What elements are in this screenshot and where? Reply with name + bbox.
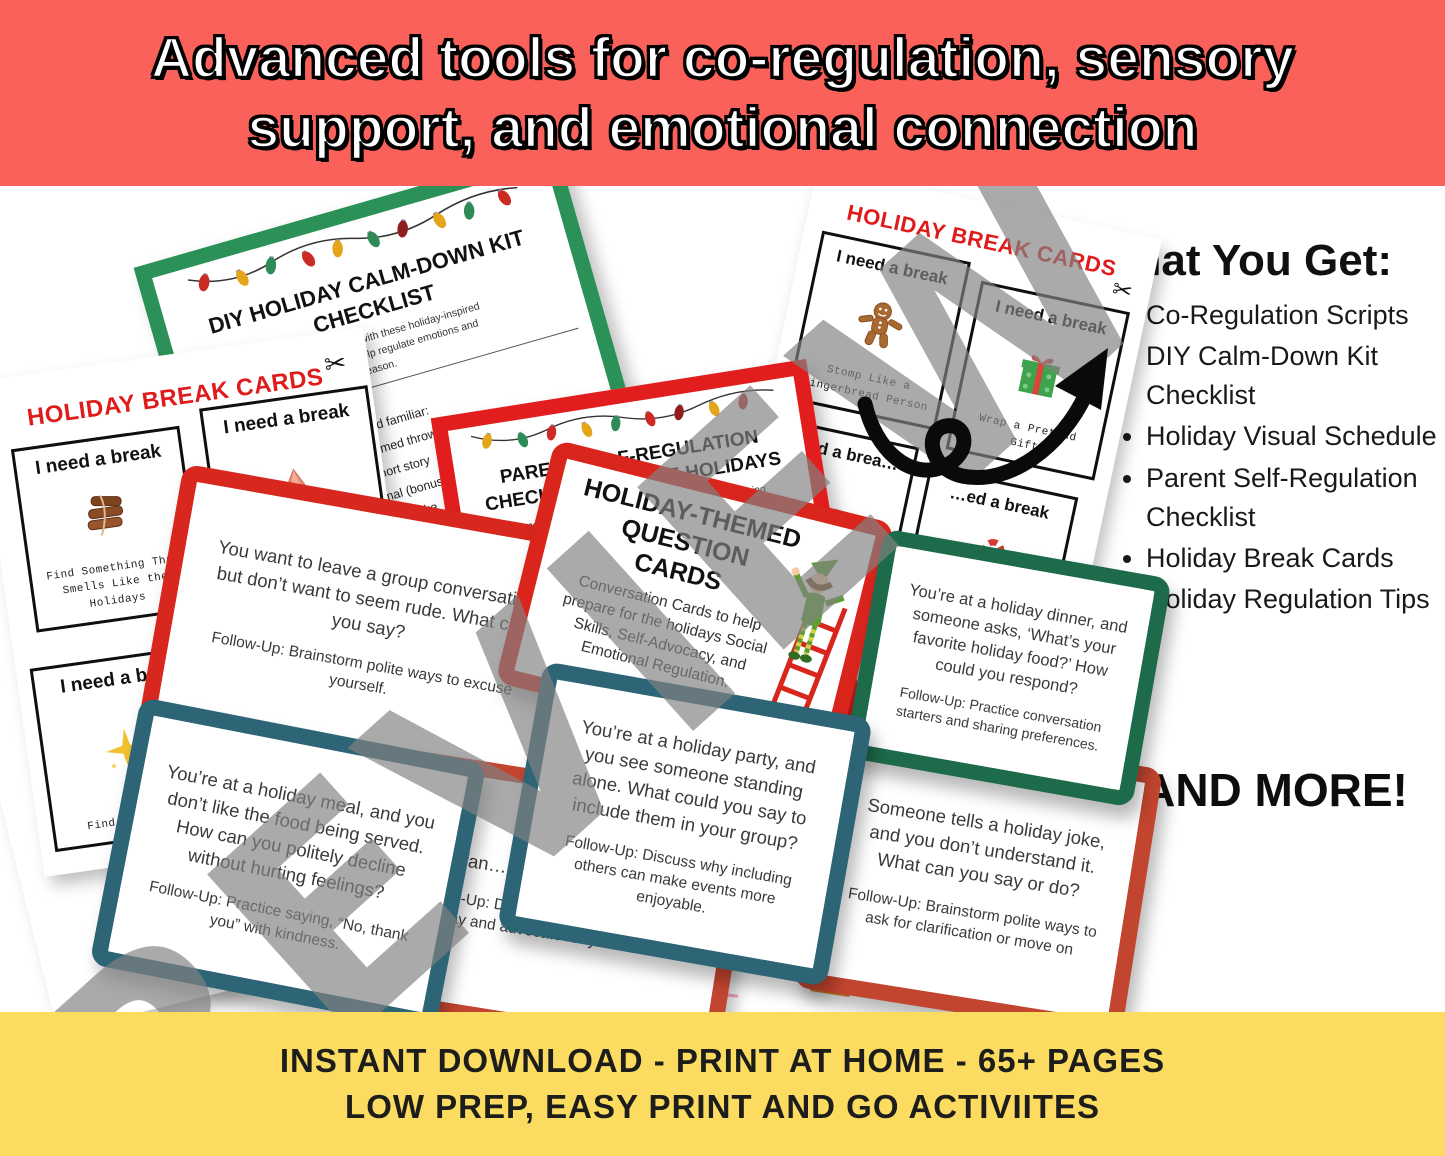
top-banner: Advanced tools for co-regulation, sensor… [0,0,1445,186]
bottom-banner-line1: INSTANT DOWNLOAD - PRINT AT HOME - 65+ P… [279,1042,1166,1079]
gingerbread-icon [858,301,903,348]
what-you-get-list: Co-Regulation Scripts DIY Calm-Down Kit … [1118,296,1445,621]
break-card: I need a break Find Something That Smell… [10,425,205,633]
top-banner-line1: Advanced tools for co-regulation, sensor… [150,25,1296,91]
calm-down-checklist-sheet: DIY HOLIDAY CALM-DOWN KIT CHECKLIST …for… [133,186,717,826]
what-you-get-item: DIY Calm-Down Kit Checklist [1146,337,1445,415]
preview-collage: DIY HOLIDAY CALM-DOWN KIT CHECKLIST …for… [0,186,1445,1012]
break-card: I need a break Wrap a Pretend Gift [945,280,1131,481]
bottom-banner: INSTANT DOWNLOAD - PRINT AT HOME - 65+ P… [0,1012,1445,1156]
christmas-lights-icon [470,389,774,449]
parent-checklist-sheet: PARENT SELF-REGULATION CHECKLIST FOR THE… [430,358,874,844]
what-you-get-item: Holiday Break Cards [1146,539,1445,578]
scissors-icon: ✂ [1109,274,1136,307]
scissors-icon: ✂ [322,348,349,381]
what-you-get-item: Holiday Visual Schedule [1146,417,1445,456]
cinnamon-sticks-icon [87,494,123,536]
top-banner-line2: support, and emotional connection [246,95,1198,161]
question-card-holiday-dinner: You’re at a holiday dinner, and someone … [844,528,1172,808]
arrow-icon [857,348,1108,485]
christmas-lights-icon [187,186,518,292]
bottom-banner-line2: LOW PREP, EASY PRINT AND GO ACTIVIITES [345,1088,1100,1125]
what-you-get-item: Parent Self-Regulation Checklist [1146,459,1445,537]
and-more-text: AND MORE! [1142,764,1408,816]
what-you-get-item: Co-Regulation Scripts [1146,296,1445,335]
question-card-holiday-party: You’re at a holiday party, and you see s… [496,661,874,987]
what-you-get-item: Holiday Regulation Tips [1146,580,1445,619]
break-card: I need a break Stomp Like a Gingerbread … [786,230,971,431]
gift-icon [1018,354,1061,398]
